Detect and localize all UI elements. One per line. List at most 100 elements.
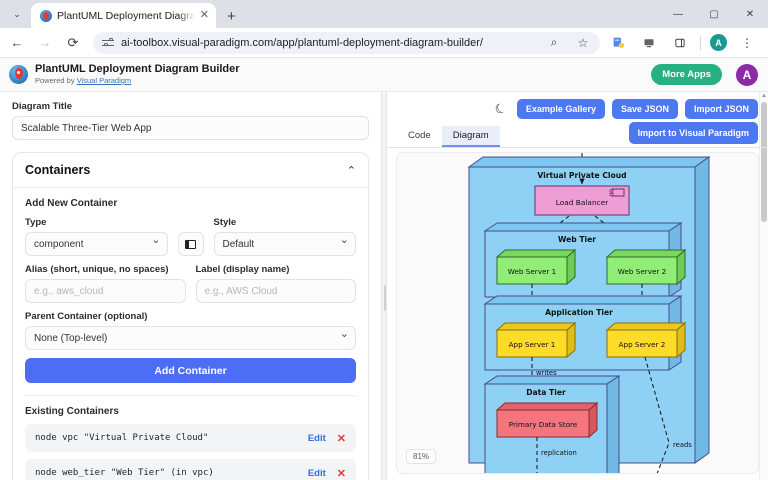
cast-icon[interactable] (638, 32, 660, 54)
window-close-button[interactable]: ✕ (745, 8, 755, 20)
diagram-canvas-inner: Virtual Private Cloud Load Balancer (397, 153, 758, 473)
browser-menu-icon[interactable]: ⋮ (741, 35, 753, 50)
diagram-title-input[interactable] (12, 116, 369, 140)
page-scroll-thumb[interactable] (761, 102, 767, 222)
new-tab-button[interactable]: + (227, 8, 236, 25)
diagram-canvas[interactable]: Virtual Private Cloud Load Balancer (396, 152, 759, 474)
svg-text:Web Server 2: Web Server 2 (618, 267, 666, 276)
containers-card-body: Add New Container Type Style (13, 188, 368, 480)
component-shape-preview-icon[interactable] (177, 232, 204, 256)
chevron-up-icon[interactable]: ⌃ (346, 164, 356, 177)
edit-link[interactable]: Edit (307, 432, 326, 444)
type-select-wrap (25, 232, 168, 256)
app-title: PlantUML Deployment Diagram Builder (35, 63, 240, 76)
add-container-button[interactable]: Add Container (25, 358, 356, 383)
type-field-group: Type (25, 217, 168, 232)
svg-text:Virtual Private Cloud: Virtual Private Cloud (537, 171, 626, 180)
table-row[interactable]: node web_tier "Web Tier" (in vpc) Edit ✕ (25, 459, 356, 480)
page-scrollbar[interactable]: ▲ ▼ (759, 92, 768, 480)
visual-paradigm-link[interactable]: Visual Paradigm (76, 75, 132, 85)
svg-text:writes: writes (536, 369, 557, 377)
alias-field-group: Alias (short, unique, no spaces) (25, 264, 186, 303)
display-label-input[interactable] (195, 279, 356, 303)
more-apps-button[interactable]: More Apps (651, 64, 722, 85)
tab-diagram[interactable]: Diagram (441, 126, 500, 147)
tab-close-icon[interactable]: ✕ (199, 9, 209, 21)
svg-text:App Server 2: App Server 2 (619, 340, 666, 349)
preview-toolbar: ☾ Example Gallery Save JSON Import JSON (387, 92, 768, 119)
alias-input[interactable] (25, 279, 186, 303)
reload-icon[interactable]: ⟳ (67, 34, 79, 50)
bookmark-star-icon[interactable]: ☆ (577, 35, 589, 50)
plantuml-logo-icon (9, 65, 28, 84)
user-avatar[interactable]: A (736, 63, 758, 86)
page-scroll-up-icon[interactable]: ▲ (761, 93, 767, 99)
example-gallery-button[interactable]: Example Gallery (516, 99, 605, 119)
app-header: PlantUML Deployment Diagram Builder Powe… (0, 58, 768, 92)
zoom-level-badge: 81% (406, 449, 437, 464)
style-select-wrap (213, 232, 356, 256)
delete-icon[interactable]: ✕ (336, 467, 346, 480)
browser-toolbar: ← → ⟳ ai-toolbox.visual-paradigm.com/app… (0, 28, 768, 58)
svg-text:Application Tier: Application Tier (545, 308, 613, 317)
forward-icon[interactable]: → (38, 35, 52, 50)
powered-by-text: Powered by (35, 75, 77, 85)
containers-card-header[interactable]: Containers ⌃ (13, 153, 368, 188)
add-new-container-title: Add New Container (25, 198, 118, 209)
type-select[interactable] (25, 232, 168, 256)
parent-container-label: Parent Container (optional) (25, 311, 148, 322)
svg-text:Web Server 1: Web Server 1 (508, 267, 556, 276)
alias-label: Alias (short, unique, no spaces) (25, 264, 169, 275)
import-to-visual-paradigm-button[interactable]: Import to Visual Paradigm (628, 122, 758, 144)
svg-text:Load Balancer: Load Balancer (556, 198, 610, 207)
split-view-icon[interactable] (669, 32, 691, 54)
type-label: Type (25, 217, 47, 228)
deployment-diagram-svg: Virtual Private Cloud Load Balancer (467, 153, 711, 473)
toolbar-divider (700, 35, 701, 50)
display-label-label: Label (display name) (195, 264, 290, 275)
style-label: Style (213, 217, 237, 228)
tab-title: PlantUML Deployment Diagram (57, 9, 195, 22)
omnibox[interactable]: ai-toolbox.visual-paradigm.com/app/plant… (93, 31, 600, 54)
window-controls: — ▢ ✕ (660, 0, 768, 28)
import-json-button[interactable]: Import JSON (684, 99, 758, 119)
browser-actions: A ⋮ (607, 32, 762, 54)
moon-icon[interactable]: ☾ (492, 99, 510, 118)
extensions-icon[interactable] (607, 32, 629, 54)
save-json-button[interactable]: Save JSON (611, 99, 678, 119)
diagram-title-label: Diagram Title (12, 101, 73, 112)
style-select[interactable] (213, 232, 356, 256)
search-icon[interactable]: ⌕ (550, 35, 558, 49)
containers-card: Containers ⌃ Add New Container Type Styl… (12, 152, 369, 480)
table-row[interactable]: node vpc "Virtual Private Cloud" Edit ✕ (25, 424, 356, 452)
style-field-group: Style (214, 217, 357, 232)
window-minimize-button[interactable]: — (673, 8, 683, 20)
right-preview-pane: ☾ Example Gallery Save JSON Import JSON … (387, 92, 768, 480)
svg-text:Data Tier: Data Tier (526, 388, 566, 397)
tab-favicon (40, 9, 52, 22)
svg-text:Web Tier: Web Tier (558, 235, 596, 244)
edit-link[interactable]: Edit (307, 467, 326, 479)
delete-icon[interactable]: ✕ (336, 432, 346, 445)
svg-text:App Server 1: App Server 1 (509, 340, 556, 349)
left-form-pane: Diagram Title Containers ⌃ Add New Conta… (0, 92, 381, 480)
app-subtitle: Powered by Visual Paradigm (35, 76, 240, 86)
container-code: node vpc "Virtual Private Cloud" (35, 433, 209, 443)
window-maximize-button[interactable]: ▢ (709, 8, 719, 20)
tune-icon[interactable] (102, 37, 114, 49)
browser-tabstrip: ⌄ PlantUML Deployment Diagram ✕ + — ▢ ✕ (0, 0, 768, 28)
svg-text:Primary Data Store: Primary Data Store (509, 420, 578, 429)
browser-tab[interactable]: PlantUML Deployment Diagram ✕ (31, 3, 216, 28)
url-text: ai-toolbox.visual-paradigm.com/app/plant… (121, 36, 483, 49)
parent-select-wrap (25, 326, 356, 350)
back-icon[interactable]: ← (10, 35, 24, 50)
parent-container-select[interactable] (25, 326, 356, 350)
svg-text:replication: replication (541, 449, 577, 457)
profile-avatar[interactable]: A (710, 34, 727, 51)
main-content: Diagram Title Containers ⌃ Add New Conta… (0, 92, 768, 480)
preview-toolbar-secondary: Import to Visual Paradigm (387, 119, 768, 144)
tab-code[interactable]: Code (397, 126, 442, 147)
tab-list-button[interactable]: ⌄ (13, 8, 21, 19)
pane-splitter[interactable] (381, 92, 387, 480)
existing-containers-title: Existing Containers (25, 395, 356, 417)
